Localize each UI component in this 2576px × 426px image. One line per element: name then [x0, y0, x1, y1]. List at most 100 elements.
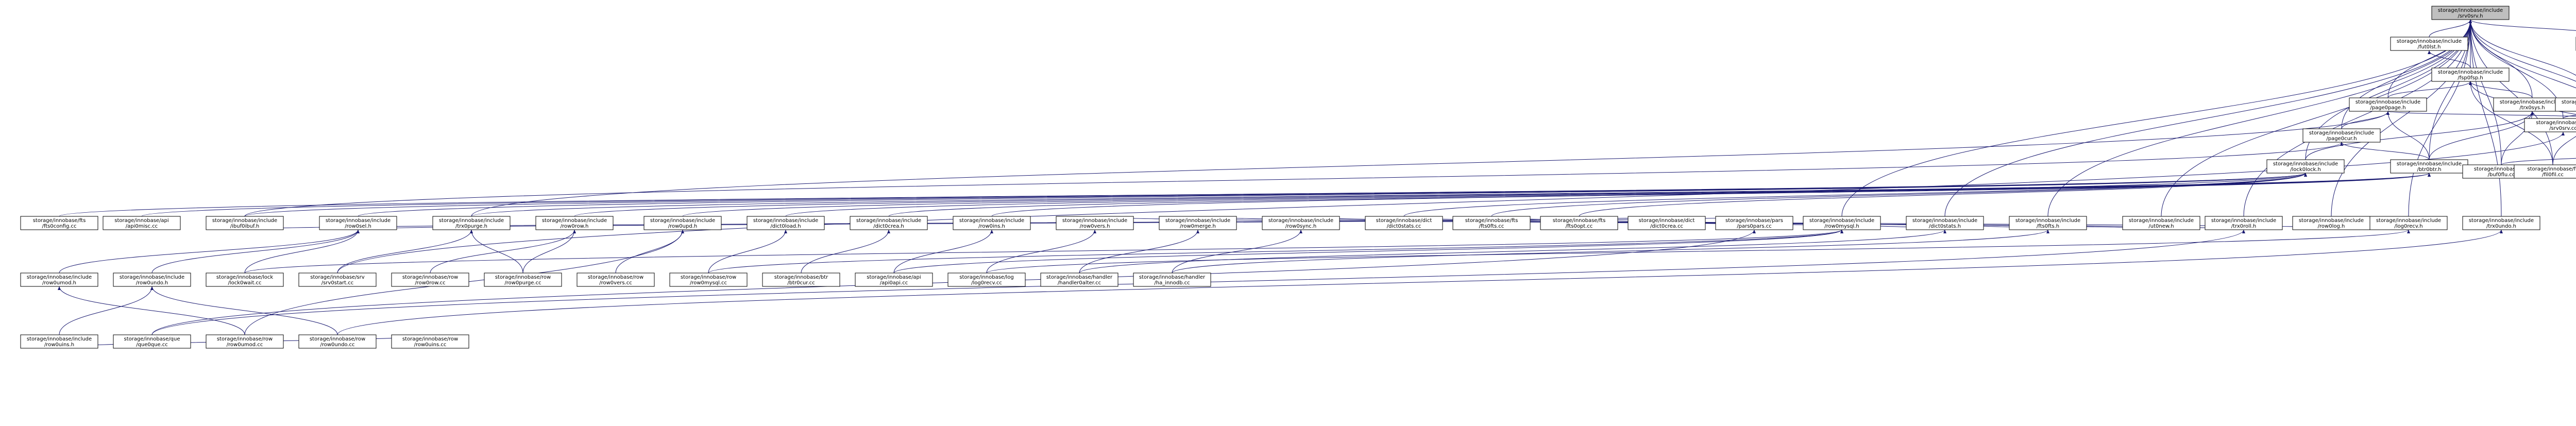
node-page0page[interactable]: storage/innobase/include/page0page.h	[2349, 97, 2427, 112]
node-handler0alter[interactable]: storage/innobase/handler/handler0alter.c…	[1040, 272, 1118, 287]
node-trx0roll[interactable]: storage/innobase/include/trx0roll.h	[2205, 216, 2283, 230]
node-label-line: /fut0lst.h	[2418, 44, 2441, 50]
node-box	[535, 216, 614, 230]
node-btr0cur[interactable]: storage/innobase/btr/btr0cur.cc	[762, 272, 840, 287]
node-label-line: /ibuf0ibuf.h	[230, 224, 260, 229]
node-label-line: /trx0purge.h	[455, 224, 487, 229]
node-row0uins_h[interactable]: storage/innobase/include/row0uins.h	[20, 334, 98, 349]
node-ha_innodb[interactable]: storage/innobase/handler/ha_innodb.cc	[1133, 272, 1211, 287]
node-label-line: /log0recv.cc	[971, 280, 1002, 286]
node-row0purge[interactable]: storage/innobase/row/row0purge.cc	[484, 272, 562, 287]
node-box	[298, 272, 377, 287]
edge-fts0fts_cc-to-lock0lock	[1491, 173, 2307, 217]
node-label-line: /log0recv.h	[2394, 224, 2422, 229]
node-label-line: storage/innobase/fil	[2527, 166, 2576, 172]
node-row0mysql[interactable]: storage/innobase/include/row0mysql.h	[1803, 216, 1881, 230]
node-fsp0fsp[interactable]: storage/innobase/include/fsp0fsp.h	[2431, 67, 2510, 82]
node-label-line: /row0purge.cc	[504, 280, 541, 286]
node-label-line: storage/innobase/include	[2129, 218, 2194, 224]
node-row0merge[interactable]: storage/innobase/include/row0merge.h	[1159, 216, 1237, 230]
node-label-line: storage/innobase/dict	[1639, 218, 1695, 224]
node-dict0load[interactable]: storage/innobase/include/dict0load.h	[747, 216, 825, 230]
node-box	[2555, 97, 2576, 112]
node-dict0stats[interactable]: storage/innobase/include/dict0stats.h	[1906, 216, 1984, 230]
node-page0cur[interactable]: storage/innobase/include/page0cur.h	[2302, 128, 2381, 143]
node-fts0opt[interactable]: storage/innobase/fts/fts0opt.cc	[1540, 216, 1618, 230]
node-box	[432, 216, 511, 230]
node-btr0btr[interactable]: storage/innobase/include/btr0btr.h	[2390, 159, 2468, 174]
node-row0row[interactable]: storage/innobase/include/row0row.h	[535, 216, 614, 230]
node-dict0crea[interactable]: storage/innobase/include/dict0crea.h	[850, 216, 928, 230]
node-label-line: storage/innobase/include	[2438, 8, 2503, 13]
node-label-line: /row0undo.h	[136, 280, 168, 286]
node-row0undo_h[interactable]: storage/innobase/include/row0undo.h	[113, 272, 191, 287]
node-srv0start[interactable]: storage/innobase/srv/srv0start.cc	[298, 272, 377, 287]
node-label-line: /btr0btr.h	[2417, 167, 2441, 173]
edge-fil0fil-to-root	[2469, 19, 2553, 165]
node-row0umod_h[interactable]: storage/innobase/include/row0umod.h	[20, 272, 98, 287]
node-box	[298, 334, 377, 349]
node-lock0lock[interactable]: storage/innobase/include/lock0lock.h	[2266, 159, 2345, 174]
node-row0row_cc[interactable]: storage/innobase/row/row0row.cc	[391, 272, 469, 287]
node-box	[2349, 97, 2427, 112]
node-row0undo_cc[interactable]: storage/innobase/row/row0undo.cc	[298, 334, 377, 349]
node-row0uins_cc[interactable]: storage/innobase/row/row0uins.cc	[391, 334, 469, 349]
node-row0ins[interactable]: storage/innobase/include/row0ins.h	[953, 216, 1031, 230]
node-row0sel[interactable]: storage/innobase/include/row0sel.h	[319, 216, 397, 230]
node-row0vers[interactable]: storage/innobase/include/row0vers.h	[1056, 216, 1134, 230]
node-row0upd[interactable]: storage/innobase/include/row0upd.h	[643, 216, 722, 230]
edge-row0log-to-root	[2331, 19, 2472, 217]
node-srv0srvcc[interactable]: storage/innobase/srv/srv0srv.cc	[2524, 118, 2576, 132]
edge-row0row-to-btr0btr	[574, 173, 2431, 217]
node-log0recv[interactable]: storage/innobase/include/log0recv.h	[2369, 216, 2448, 230]
node-ibuf0ibuf[interactable]: storage/innobase/include/ibuf0ibuf.h	[206, 216, 284, 230]
node-box	[2524, 118, 2576, 132]
node-dict0stats_cc[interactable]: storage/innobase/dict/dict0stats.cc	[1365, 216, 1443, 230]
node-row0log[interactable]: storage/innobase/include/row0log.h	[2292, 216, 2370, 230]
node-fts0config[interactable]: storage/innobase/fts/fts0config.cc	[20, 216, 98, 230]
node-lock0wait[interactable]: storage/innobase/lock/lock0wait.cc	[206, 272, 284, 287]
node-dict0crea_cc[interactable]: storage/innobase/dict/dict0crea.cc	[1628, 216, 1706, 230]
node-label-line: /row0vers.h	[1080, 224, 1110, 229]
node-fil0fil[interactable]: storage/innobase/fil/fil0fil.cc	[2514, 164, 2576, 179]
node-label-line: /row0merge.h	[1180, 224, 1216, 229]
node-ut0new[interactable]: storage/innobase/include/ut0new.h	[2122, 216, 2200, 230]
node-box	[391, 334, 469, 349]
node-log0recv_cc[interactable]: storage/innobase/log/log0recv.cc	[947, 272, 1026, 287]
node-label-line: /fsp0fsp.h	[2458, 75, 2483, 81]
edge-fut0fut-to-root	[2469, 19, 2576, 31]
node-label-line: /row0sync.h	[1285, 224, 1316, 229]
node-label-line: storage/innobase/include	[2438, 70, 2503, 75]
node-api0api[interactable]: storage/innobase/api/api0api.cc	[855, 272, 933, 287]
node-label-line: /page0cur.h	[2326, 136, 2357, 142]
edge-row0undo_cc-to-trx0undo	[337, 229, 2503, 335]
edges-layer	[58, 19, 2576, 349]
node-row0umod_cc[interactable]: storage/innobase/row/row0umod.cc	[206, 334, 284, 349]
edge-dict0crea-to-btr0btr	[888, 173, 2431, 217]
node-row0vers_cc[interactable]: storage/innobase/row/row0vers.cc	[577, 272, 655, 287]
node-label-line: /srv0start.cc	[321, 280, 353, 286]
node-pars0pars[interactable]: storage/innobase/pars/pars0pars.cc	[1715, 216, 1793, 230]
edge-row0sel-to-lock0lock	[358, 173, 2307, 217]
node-que0que[interactable]: storage/innobase/que/que0que.cc	[113, 334, 191, 349]
node-label-line: /pars0pars.cc	[1737, 224, 1772, 229]
edge-api0api-to-row0ins	[893, 229, 993, 274]
node-root[interactable]: storage/innobase/include/srv0srv.h	[2431, 6, 2510, 20]
node-api0misc[interactable]: storage/innobase/api/api0misc.cc	[103, 216, 181, 230]
node-log0log[interactable]: storage/innobase/include/log0log.h	[2555, 97, 2576, 112]
edge-ibuf0ibuf-to-page0cur	[244, 142, 2343, 217]
node-box	[747, 216, 825, 230]
node-fts0fts[interactable]: storage/innobase/include/fts0fts.h	[2009, 216, 2087, 230]
node-fts0fts_cc[interactable]: storage/innobase/fts/fts0fts.cc	[1452, 216, 1531, 230]
node-row0sync[interactable]: storage/innobase/include/row0sync.h	[1262, 216, 1340, 230]
node-label-line: /srv0srv.h	[2458, 13, 2483, 19]
node-row0mysql_cc[interactable]: storage/innobase/row/row0mysql.cc	[669, 272, 748, 287]
node-box	[1133, 272, 1211, 287]
node-label-line: storage/innobase/pars	[1725, 218, 1783, 224]
node-trx0undo[interactable]: storage/innobase/include/trx0undo.h	[2462, 216, 2540, 230]
edge-row0mysql-to-root	[1841, 19, 2472, 217]
node-fut0lst[interactable]: storage/innobase/include/fut0lst.h	[2390, 37, 2468, 51]
node-trx0purge[interactable]: storage/innobase/include/trx0purge.h	[432, 216, 511, 230]
edge-row0purge-to-row0row	[522, 229, 576, 274]
node-label-line: storage/innobase/include	[2469, 218, 2534, 224]
